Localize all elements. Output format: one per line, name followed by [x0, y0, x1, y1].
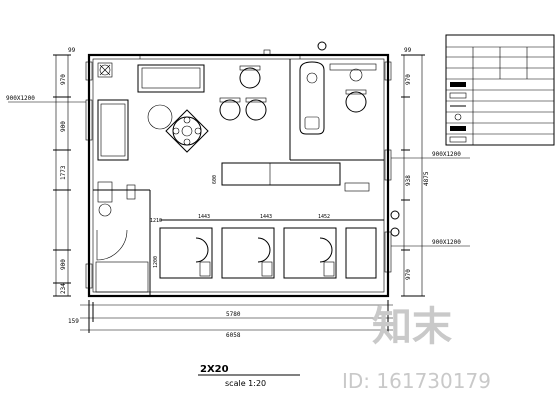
- window-label-left: 900X1200: [6, 95, 35, 102]
- dim-1443a: 1443: [198, 214, 210, 220]
- bottom-dim-ticks: [88, 300, 389, 333]
- round-table: [147, 104, 173, 130]
- cabinet-drawer: [344, 182, 370, 192]
- watermark-logo: 知末: [372, 304, 452, 350]
- exhaust-fan-icon: [317, 41, 327, 51]
- manager-shelf: [329, 63, 377, 71]
- file-cabinet: [221, 162, 341, 186]
- workstation-chair: [195, 237, 209, 263]
- guest-seat: [349, 68, 363, 82]
- door-swing: [96, 229, 128, 261]
- medallion-icon: [165, 109, 209, 153]
- chair: [304, 116, 320, 130]
- workstation-row: [159, 227, 377, 279]
- window-label-right-upper: 900X1200: [432, 151, 461, 158]
- left-window-mid: [85, 99, 93, 141]
- sofa-long: [97, 99, 129, 161]
- right-window-top: [384, 61, 392, 81]
- guest-chair: [345, 91, 367, 113]
- dim-bottom-5780: 5780: [226, 311, 241, 318]
- dim-left-mid: 900: [60, 121, 67, 132]
- legend-table: [445, 34, 555, 146]
- water-dispenser: [97, 181, 113, 203]
- dim-1452: 1452: [318, 214, 330, 220]
- workstation-chair: [257, 237, 271, 263]
- plan-title: 2X20: [200, 364, 229, 375]
- dim-top-right: 99: [404, 47, 412, 54]
- dim-bottom-6058: 6058: [226, 332, 241, 339]
- workstation-chair: [319, 237, 333, 263]
- right-window-lower: [384, 231, 392, 273]
- meeting-table-set: [219, 65, 267, 121]
- dim-1443b: 1443: [260, 214, 272, 220]
- interior-wall-line: [92, 58, 385, 293]
- coat-rack: [126, 184, 136, 200]
- dim-1200: 1200: [153, 256, 159, 268]
- dim-1210: 1210: [150, 218, 162, 224]
- dim-left-bottom: 234: [60, 283, 67, 294]
- plan-scale: scale 1:20: [225, 379, 266, 388]
- left-window-top: [85, 61, 93, 81]
- lamp-icon: [99, 64, 111, 76]
- manager-desk: [299, 61, 325, 135]
- dim-left-1773: 1773: [60, 165, 67, 180]
- dim-right-lower: 970: [405, 269, 412, 280]
- left-dim-ticks: [53, 54, 71, 297]
- right-window-mid: [384, 149, 392, 181]
- dim-right-4875: 4875: [423, 171, 430, 186]
- dim-top-left: 99: [68, 47, 76, 54]
- right-dim-ticks: [401, 54, 425, 297]
- top-fixture: [263, 49, 271, 56]
- dim-right-mid: 938: [405, 175, 412, 186]
- side-table: [97, 62, 113, 78]
- window-label-right-lower: 900X1200: [432, 239, 461, 246]
- desk-lamp-icon: [306, 72, 318, 84]
- fixture-icon: [390, 210, 400, 220]
- exterior-wall: [87, 53, 390, 298]
- dim-left-lower: 900: [60, 259, 67, 270]
- plant-icon: [98, 203, 112, 217]
- storage-room: [95, 261, 149, 293]
- dim-right-top: 970: [405, 74, 412, 85]
- left-window-bottom: [85, 263, 93, 289]
- sofa-short: [137, 64, 205, 93]
- watermark-id: ID: 161730179: [342, 369, 491, 393]
- dim-bottom-159: 159: [68, 318, 79, 325]
- sofa-cushion: [100, 103, 126, 157]
- dim-600: 600: [212, 175, 218, 184]
- dim-left-top: 970: [60, 74, 67, 85]
- sofa-short-cushion: [141, 67, 201, 89]
- fixture-icon: [390, 227, 400, 237]
